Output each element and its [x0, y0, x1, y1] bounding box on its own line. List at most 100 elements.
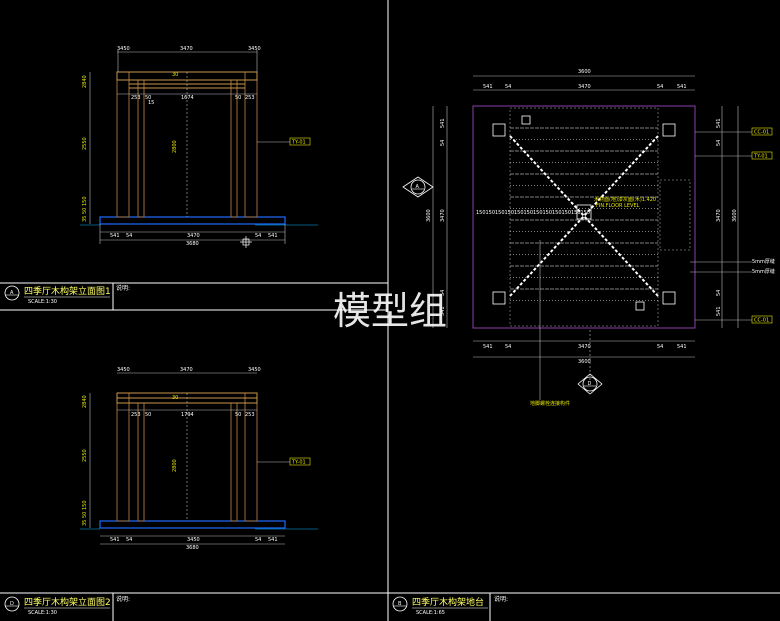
row-dim-label: 150 [552, 210, 562, 216]
row-dim-label: 150 [476, 210, 486, 216]
title-d-note: 说明: [116, 595, 130, 603]
title-b-note: 说明: [494, 595, 508, 603]
d-height-label: 2800 [172, 459, 178, 472]
height-label: 2800 [172, 140, 178, 153]
title-block-d: D 四季厅木构架立面图2 SCALE:1:30 说明: [4, 595, 130, 616]
left-dim-1: 2550 [82, 137, 88, 150]
small-post-b [635, 301, 645, 311]
base-slab-2 [99, 520, 286, 529]
d-dim-bot-4: 541 [268, 537, 278, 543]
d-dim-top-left: 3450 [117, 367, 130, 373]
dim-mid-2: 1674 [181, 95, 194, 101]
row-dim-label: 150 [524, 210, 534, 216]
row-dim-label: 150 [571, 210, 581, 216]
row-dim-label: 150 [533, 210, 543, 216]
d-left-dim-1: 2550 [82, 449, 88, 462]
dim-top-right: 3450 [248, 46, 261, 52]
plan-right-dim-4: 541 [716, 306, 722, 316]
title-d-text: 四季厅木构架立面图2 [24, 596, 111, 608]
title-d-scale: SCALE:1:30 [28, 610, 57, 616]
plan-tag-0: CC-01 [754, 130, 769, 136]
elevation-2: TY-01 3450 3470 3450 253 50 1794 50 253 … [80, 367, 318, 551]
plan-right-dim-2: 3470 [716, 209, 722, 222]
dim-top-left: 3450 [117, 46, 130, 52]
plan-view: CC-01 TY-01 CC-01 5mm厚缝 5mm厚缝 3600 541 5… [402, 69, 775, 407]
plan-right-dim-3: 54 [716, 290, 722, 296]
title-b-marker: B [398, 601, 402, 607]
title-b-text: 四季厅木构架地台 [412, 596, 484, 608]
plan-left-total: 3600 [426, 209, 432, 222]
title-block-a: A 四季厅木构架立面图1 SCALE:1:30 说明: [4, 284, 130, 305]
dim-mid-0: 253 [131, 95, 141, 101]
title-a-text: 四季厅木构架立面图1 [24, 285, 111, 297]
plan-right-total: 3600 [732, 209, 738, 222]
row-dim-label: 150 [543, 210, 553, 216]
d-dim-mid-3: 50 [235, 412, 241, 418]
dim-bot-2: 3470 [187, 233, 200, 239]
left-dim-3: 50 [82, 208, 88, 214]
title-block-b: B 四季厅木构架地台 SCALE:1:65 说明: [392, 595, 508, 616]
small-post-t [521, 115, 531, 125]
post2-left-inner [137, 402, 145, 522]
material-tag-2: TY-01 [291, 460, 306, 466]
plan-center-note-2: FIN.FLOOR LEVEL [596, 203, 640, 209]
corner-post-br [662, 291, 676, 305]
title-b-scale: SCALE:1:65 [416, 610, 445, 616]
d-dim-mid-4: 253 [245, 412, 255, 418]
section-marker-d: D [577, 373, 603, 395]
d-small-label-30: 30 [172, 395, 178, 401]
plan-diagonals [509, 135, 659, 297]
dim-bot-3: 54 [255, 233, 261, 239]
corner-post-bl [492, 291, 506, 305]
row-dim-label: 150 [581, 210, 591, 216]
d-dim-top-right: 3450 [248, 367, 261, 373]
small-label-15: 15 [148, 100, 154, 106]
post2-left-outer [116, 392, 130, 522]
corner-post-tr [662, 123, 676, 137]
dim-mid-3: 50 [235, 95, 241, 101]
plan-top-dim-4: 541 [677, 84, 687, 90]
post2-right-inner [230, 402, 238, 522]
left-dim-2: 150 [82, 196, 88, 206]
plan-top-dim-3: 54 [657, 84, 663, 90]
d-dim-mid-0: 253 [131, 412, 141, 418]
plan-tag-2: CC-01 [754, 318, 769, 324]
plan-left-dim-2: 3470 [440, 209, 446, 222]
section-d-label: D [588, 381, 592, 387]
material-tag: TY-01 [291, 140, 306, 146]
small-label-30: 30 [172, 72, 178, 78]
center-square [576, 204, 592, 220]
dim-bot-0: 541 [110, 233, 120, 239]
dim-total: 3680 [186, 241, 199, 247]
dim-top-mid: 3470 [180, 46, 193, 52]
corner-post-tl [492, 123, 506, 137]
title-a-scale: SCALE:1:30 [28, 299, 57, 305]
plan-left-dim-1: 54 [440, 140, 446, 146]
plan-bot-dim-0: 541 [483, 344, 493, 350]
plan-bot-dim-1: 54 [505, 344, 511, 350]
d-left-dim-3: 50 [82, 512, 88, 518]
section-marker-a: A [402, 176, 434, 198]
title-a-marker: A [10, 290, 14, 296]
plan-center-note-1: 木材面(地)漆灰面(木)1.420 [594, 196, 656, 203]
d-left-dim-0: 2840 [82, 395, 88, 408]
plan-bot-dim-4: 541 [677, 344, 687, 350]
dim-bot-1: 54 [126, 233, 132, 239]
row-dim-label: 150 [505, 210, 515, 216]
row-dim-label: 150 [514, 210, 524, 216]
plan-top-dim-2: 3470 [578, 84, 591, 90]
watermark: 模型组 [333, 289, 447, 333]
plan-left-dim-3: 54 [440, 290, 446, 296]
row-dim-label: 150 [562, 210, 572, 216]
plan-bottom-note: 地脚螺栓连接构件 [530, 400, 570, 407]
d-dim-total: 3680 [186, 545, 199, 551]
section-a-label: A [416, 184, 420, 190]
d-left-dim-4: 35 [82, 520, 88, 526]
plan-right-dim-1: 54 [716, 140, 722, 146]
d-dim-bot-0: 541 [110, 537, 120, 543]
title-a-note: 说明: [116, 284, 130, 292]
plan-top-dim-0: 541 [483, 84, 493, 90]
